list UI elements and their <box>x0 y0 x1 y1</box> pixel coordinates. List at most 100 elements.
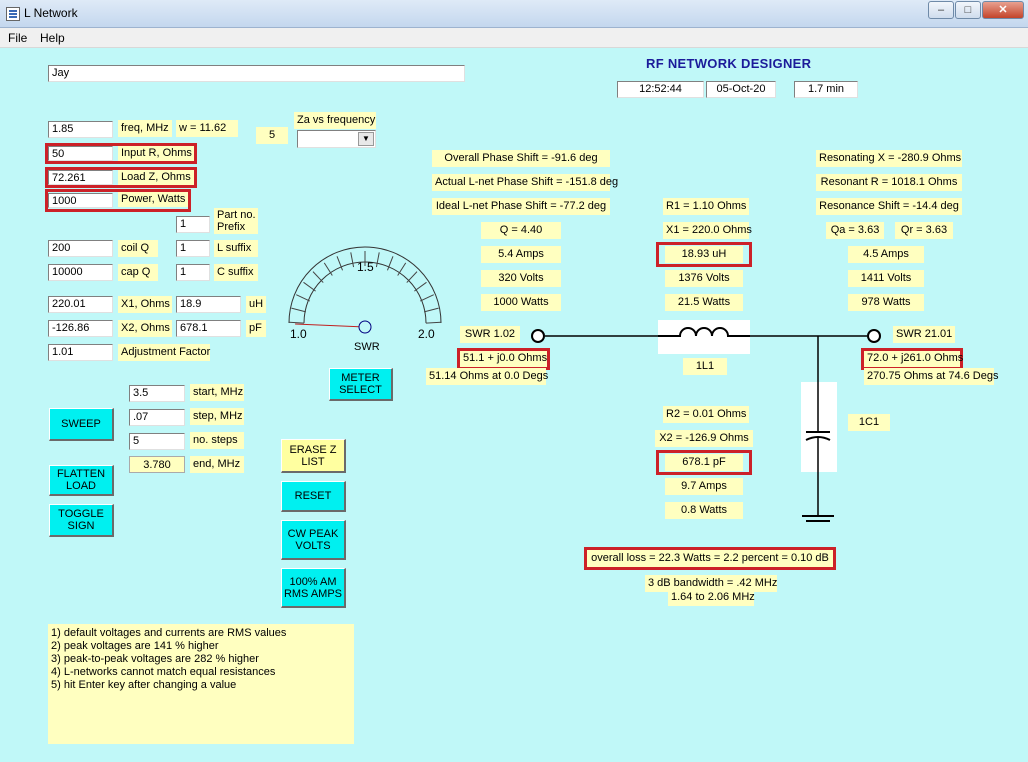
r2-value: R2 = 0.01 Ohms <box>663 406 749 423</box>
za-frequency-select[interactable]: ▼ <box>297 130 376 148</box>
c-amps: 9.7 Amps <box>665 478 743 495</box>
c-suffix-input[interactable]: 1 <box>176 264 210 281</box>
qa-value: Qa = 3.63 <box>826 222 884 239</box>
watts-in: 1000 Watts <box>481 294 561 311</box>
close-icon[interactable]: ✕ <box>982 1 1024 19</box>
part-prefix-input[interactable]: 1 <box>176 216 210 233</box>
freq-input[interactable]: 1.85 <box>48 121 113 138</box>
cw-peak-volts-button[interactable]: CW PEAK VOLTS <box>281 520 346 560</box>
adjustment-label: Adjustment Factor <box>118 344 210 361</box>
bandwidth: 3 dB bandwidth = .42 MHz <box>645 575 777 592</box>
x2-input[interactable]: -126.86 <box>48 320 113 337</box>
note-3: 3) peak-to-peak voltages are 282 % highe… <box>51 653 259 665</box>
toggle-sign-button[interactable]: TOGGLE SIGN <box>49 504 114 537</box>
amps-in: 5.4 Amps <box>481 246 561 263</box>
sweep-button[interactable]: SWEEP <box>49 408 114 441</box>
input-r-field[interactable]: 50 <box>48 146 113 161</box>
cap-q-input[interactable]: 10000 <box>48 264 113 281</box>
x2-value: X2 = -126.9 Ohms <box>655 430 753 447</box>
output-terminal <box>867 329 881 343</box>
c-value: 678.1 pF <box>665 454 743 471</box>
coil-q-input[interactable]: 200 <box>48 240 113 257</box>
pf-input[interactable]: 678.1 <box>176 320 241 337</box>
pf-label: pF <box>246 320 266 337</box>
meter-tick <box>375 252 380 268</box>
meter-label-high: 2.0 <box>418 327 435 341</box>
l-suffix-input[interactable]: 1 <box>176 240 210 257</box>
maximize-icon[interactable]: □ <box>955 1 981 19</box>
part-prefix-label-2: Prefix <box>214 221 258 234</box>
erase-z-list-button[interactable]: ERASE Z LIST <box>281 439 346 473</box>
app-title: RF NETWORK DESIGNER <box>646 56 812 71</box>
chevron-down-icon[interactable]: ▼ <box>358 132 374 146</box>
meter-tick <box>312 271 324 283</box>
c-name: 1C1 <box>848 414 890 431</box>
menu-file[interactable]: File <box>8 31 28 45</box>
meter-pivot <box>358 320 372 334</box>
x1-input[interactable]: 220.01 <box>48 296 113 313</box>
swr-meter <box>288 246 442 334</box>
meter-select-button[interactable]: METER SELECT <box>329 368 393 401</box>
qr-value: Qr = 3.63 <box>895 222 953 239</box>
reset-button[interactable]: RESET <box>281 481 346 512</box>
start-input[interactable]: 3.5 <box>129 385 185 402</box>
meter-tick <box>397 262 407 276</box>
resonant-r: Resonant R = 1018.1 Ohms <box>816 174 962 191</box>
name-input[interactable]: Jay <box>48 65 465 82</box>
uh-label: uH <box>246 296 266 313</box>
input-r-label: Input R, Ohms <box>118 146 194 161</box>
volts-in: 320 Volts <box>481 270 561 287</box>
meter-tick <box>350 252 355 268</box>
input-terminal <box>531 329 545 343</box>
minimize-icon[interactable]: – <box>928 1 954 19</box>
l-network-schematic <box>531 320 881 522</box>
overall-phase-shift: Overall Phase Shift = -91.6 deg <box>432 150 610 167</box>
meter-ticks <box>289 251 441 324</box>
window-title: L Network <box>24 6 78 20</box>
step-input[interactable]: .07 <box>129 409 185 426</box>
am-rms-amps-button[interactable]: 100% AM RMS AMPS <box>281 568 346 608</box>
load-z-label: Load Z, Ohms <box>118 170 194 185</box>
title-bar: L Network – □ ✕ <box>0 0 1028 28</box>
step-label: step, MHz <box>190 408 244 425</box>
x1-value: X1 = 220.0 Ohms <box>663 222 752 239</box>
meter-tick <box>289 321 305 324</box>
meter-tick <box>291 307 307 313</box>
meter-tick <box>303 281 316 292</box>
c-suffix-label: C suffix <box>214 264 258 281</box>
volts-out: 1411 Volts <box>848 270 924 287</box>
meter-tick <box>425 321 441 324</box>
uh-input[interactable]: 18.9 <box>176 296 241 313</box>
w-label: w = 11.62 <box>176 120 238 137</box>
meter-needle <box>295 323 366 328</box>
meter-tick <box>386 256 394 271</box>
time-display: 12:52:44 <box>617 81 704 98</box>
note-5: 5) hit Enter key after changing a value <box>51 679 237 691</box>
load-z-field[interactable]: 72.261 <box>48 170 113 185</box>
end-label: end, MHz <box>190 456 244 473</box>
meter-tick <box>336 256 344 271</box>
note-1: 1) default voltages and currents are RMS… <box>51 627 287 639</box>
meter-tick <box>419 294 434 302</box>
x2-label: X2, Ohms <box>118 320 172 337</box>
meter-label-low: 1.0 <box>290 327 307 341</box>
l-volts: 1376 Volts <box>665 270 743 287</box>
steps-label: no. steps <box>190 432 244 449</box>
adjustment-input[interactable]: 1.01 <box>48 344 113 361</box>
power-label: Power, Watts <box>118 192 188 207</box>
flatten-load-button[interactable]: FLATTEN LOAD <box>49 465 114 496</box>
load-z-highlight <box>45 167 197 188</box>
l-value: 18.93 uH <box>665 246 743 263</box>
duration-display: 1.7 min <box>794 81 858 98</box>
menu-help[interactable]: Help <box>40 31 65 45</box>
meter-tick <box>423 307 439 313</box>
meter-tick <box>323 262 333 276</box>
bandwidth-range: 1.64 to 2.06 MHz <box>668 589 755 606</box>
z-in: 51.1 + j0.0 Ohms <box>460 351 547 367</box>
l-name: 1L1 <box>683 358 727 375</box>
notes-panel: 1) default voltages and currents are RMS… <box>48 624 354 744</box>
power-field[interactable]: 1000 <box>48 193 113 208</box>
l-suffix-label: L suffix <box>214 240 258 257</box>
steps-input[interactable]: 5 <box>129 433 185 450</box>
part-prefix-label-1: Part no. <box>214 208 258 222</box>
